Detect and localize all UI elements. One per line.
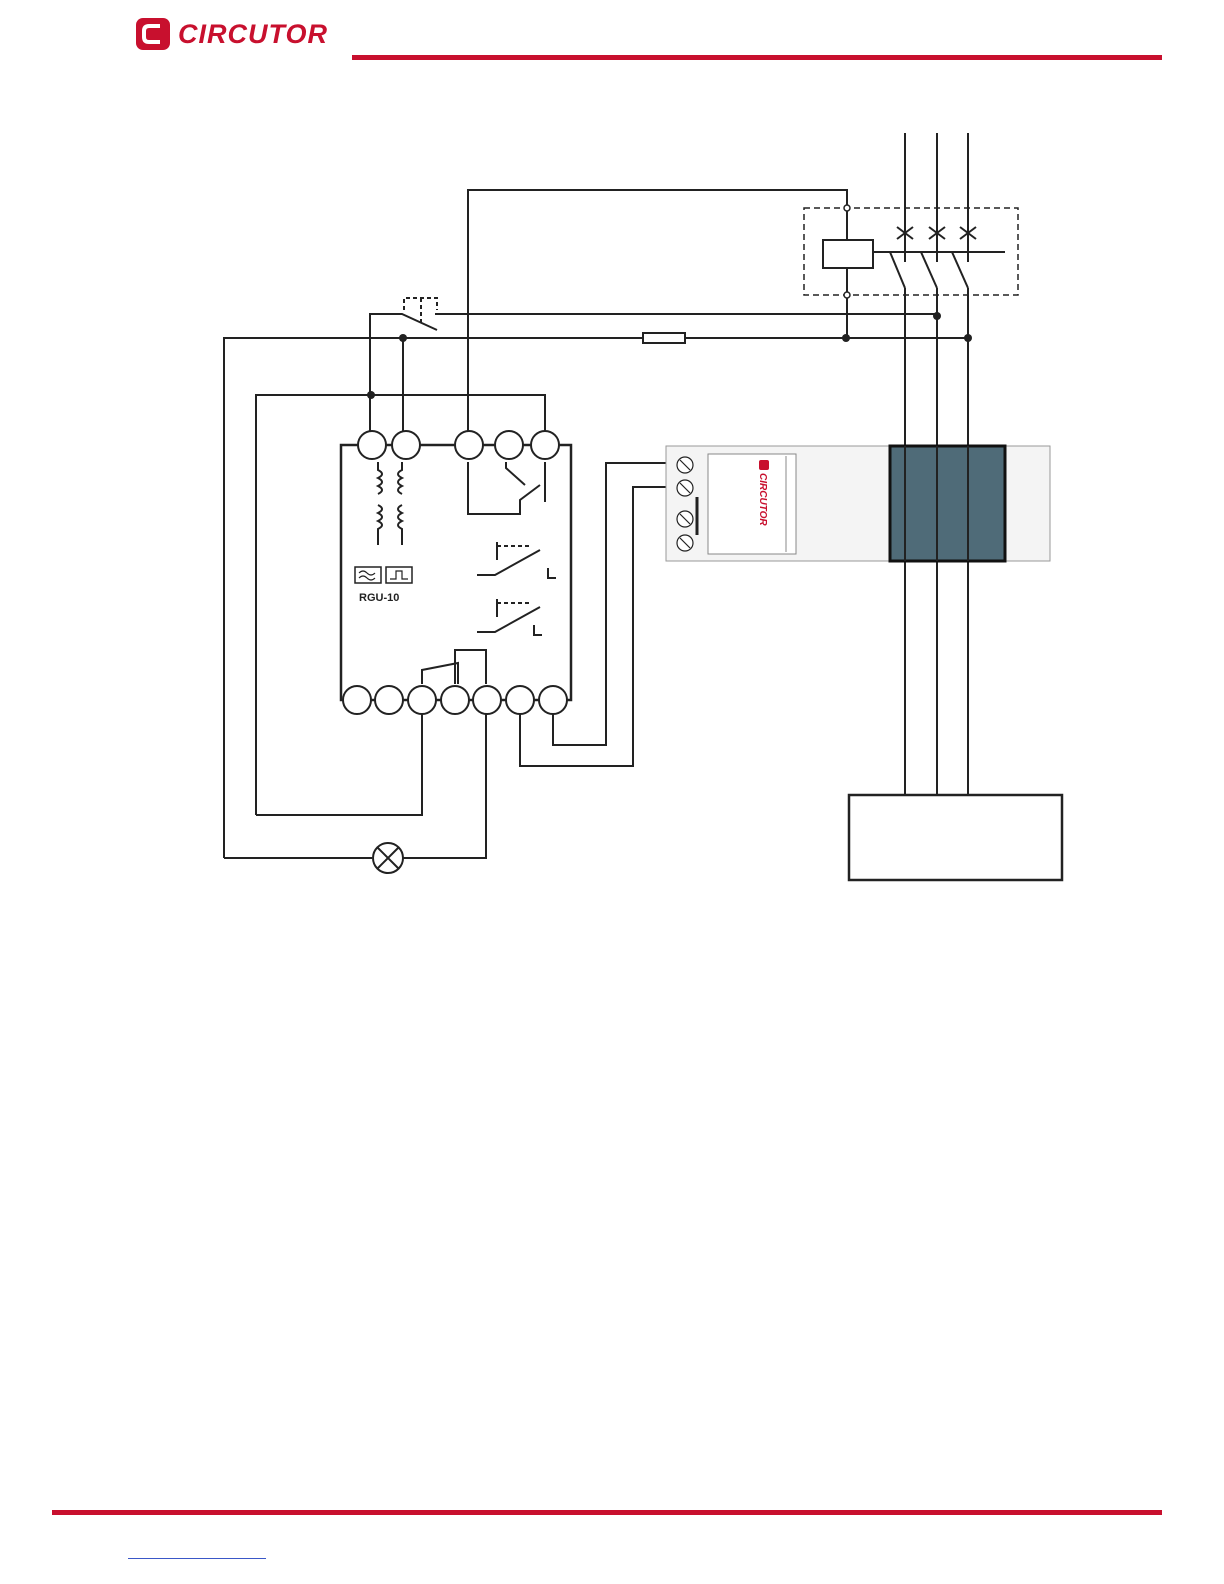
toroid-core xyxy=(890,446,1005,561)
filter-icon xyxy=(355,567,381,583)
trip-coil xyxy=(823,240,873,268)
terminal-top-3 xyxy=(455,431,483,459)
footer-rule xyxy=(52,1510,1162,1515)
module-logo-icon xyxy=(759,460,769,470)
terminal-top-5 xyxy=(531,431,559,459)
terminal-bottom-4 xyxy=(441,686,469,714)
terminal-bottom-7 xyxy=(539,686,567,714)
terminal-bottom-5 xyxy=(473,686,501,714)
module-brand-label: CIRCUTOR xyxy=(757,473,768,526)
lamp-wire-right xyxy=(403,700,486,858)
toroid-wire-a xyxy=(520,487,668,766)
terminal-bottom-1 xyxy=(343,686,371,714)
terminal-bottom-2 xyxy=(375,686,403,714)
fuse xyxy=(643,333,685,343)
load-box xyxy=(849,795,1062,880)
supply-wire xyxy=(224,338,968,858)
terminal-bottom-6 xyxy=(506,686,534,714)
footer-link-underline xyxy=(128,1558,266,1559)
toroid-module: CIRCUTOR xyxy=(666,446,1050,561)
trip-coil-wire xyxy=(468,190,847,445)
pulse-icon xyxy=(386,567,412,583)
relay-model-label: RGU-10 xyxy=(359,592,399,604)
terminal-top-2 xyxy=(392,431,420,459)
terminal-bottom-3 xyxy=(408,686,436,714)
signal-loop-bottom xyxy=(256,700,422,815)
terminal-top-1 xyxy=(358,431,386,459)
terminal-top-4 xyxy=(495,431,523,459)
